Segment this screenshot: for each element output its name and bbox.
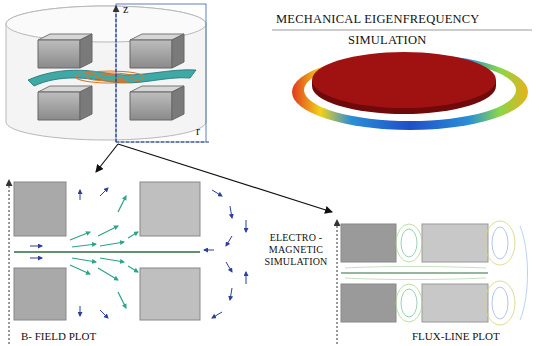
panel-caption: B- FIELD PLOT <box>19 330 98 343</box>
plot-panel: B- FIELD PLOT <box>5 176 257 346</box>
actuator-3d-view <box>6 4 210 142</box>
pointer-arrow <box>96 144 118 172</box>
axis-label: z <box>123 2 129 16</box>
b-field-plot <box>9 180 246 344</box>
panel-caption: FLUX-LINE PLOT <box>410 330 502 343</box>
axis-label: r <box>196 124 200 138</box>
section-title: SIMULATION <box>348 33 426 48</box>
flux-line-plot <box>337 220 528 344</box>
section-title: MECHANICAL EIGENFREQUENCY <box>276 12 480 27</box>
eigenfrequency-disk <box>272 30 532 130</box>
plot-panel: FLUX-LINE PLOT <box>336 215 536 346</box>
section-title: ELECTRO - MAGNETIC SIMULATION <box>258 232 334 268</box>
